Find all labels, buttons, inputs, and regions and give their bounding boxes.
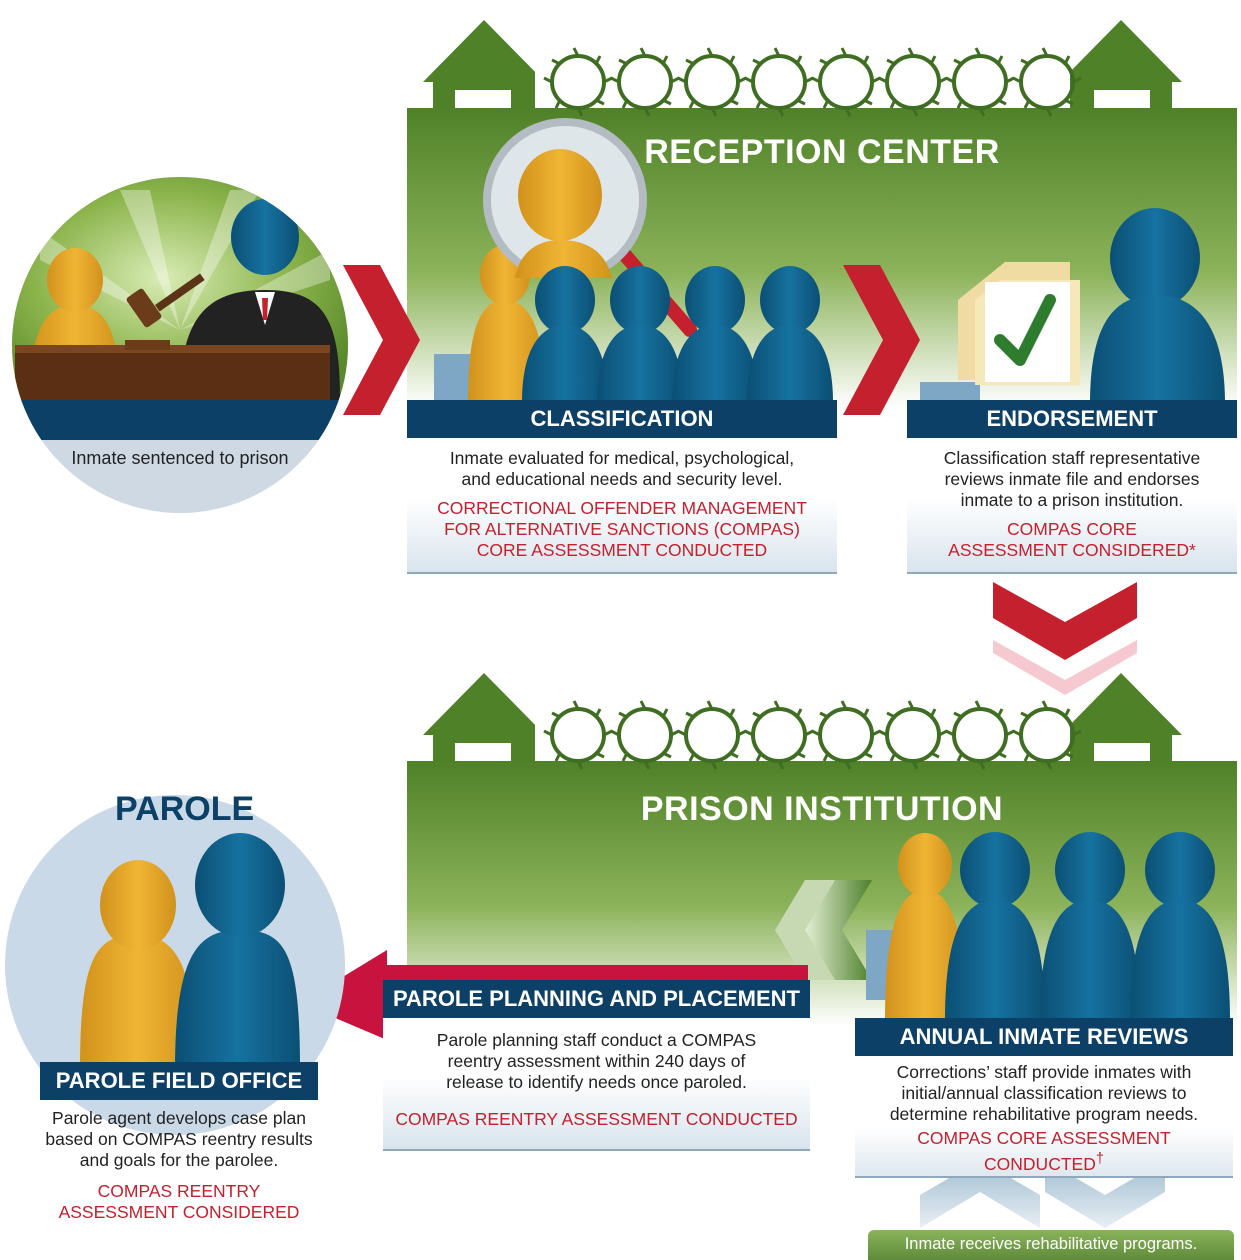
parole-title: PAROLE [115,790,255,828]
endorsement-description-line-3: inmate to a prison institution. [960,490,1184,510]
classification-assessment-line-3: CORE ASSESSMENT CONDUCTED [476,540,768,560]
parole-circle [5,795,345,1135]
arrow-classification-to-endorsement [843,265,920,415]
parole-field-office-header: PAROLE FIELD OFFICE [40,1062,318,1100]
classification-panel: Inmate evaluated for medical, psychologi… [407,438,837,574]
parole-field-office-description-line-1: Parole agent develops case plan [52,1108,306,1128]
annual-reviews-description-line-3: determine rehabilitative program needs. [889,1104,1199,1124]
arrow-court-to-classification [343,265,420,415]
parole-planning-description-line-3: release to identify needs once paroled. [446,1072,747,1092]
endorsement-panel: Classification staff representative revi… [907,438,1237,574]
arrow-endorsement-to-prison [993,582,1137,660]
classification-description-line-1: Inmate evaluated for medical, psychologi… [449,448,795,468]
annual-reviews-description-line-2: initial/annual classification reviews to [901,1083,1187,1103]
endorsement-description-line-1: Classification staff representative [943,448,1201,468]
parole-planning-description-line-2: reentry assessment within 240 days of [447,1051,746,1071]
classification-assessment-line-2: FOR ALTERNATIVE SANCTIONS (COMPAS) [444,519,800,539]
rehabilitative-programs-caption: Inmate receives rehabilitative programs. [868,1230,1234,1260]
parole-planning-panel: Parole planning staff conduct a COMPAS r… [383,1018,810,1151]
parole-planning-assessment: COMPAS REENTRY ASSESSMENT CONDUCTED [395,1109,798,1129]
arrow-down-ghost [993,640,1137,695]
prison-institution-title: PRISON INSTITUTION [640,790,1004,828]
dagger-footnote-mark: † [1095,1151,1104,1167]
parole-planning-header: PAROLE PLANNING AND PLACEMENT [383,980,810,1018]
arrow-planning-to-parole [300,950,808,1040]
courtroom-circle [12,177,348,513]
classification-people-illustration [434,118,833,402]
parole-field-office-description-line-3: and goals for the parolee. [79,1150,279,1170]
endorsement-description-line-2: reviews inmate file and endorses [944,469,1200,489]
annual-review-people-illustration [866,832,1230,1020]
annual-reviews-header: ANNUAL INMATE REVIEWS [855,1018,1233,1056]
classification-assessment-line-1: CORRECTIONAL OFFENDER MANAGEMENT [437,498,807,518]
endorsement-assessment-line-2: ASSESSMENT CONSIDERED* [948,540,1196,560]
court-caption: Inmate sentenced to prison [71,448,289,468]
green-chevron-front [805,880,872,980]
parole-field-office-assessment-line-1: COMPAS REENTRY [97,1181,261,1201]
parole-planning-description-line-1: Parole planning staff conduct a COMPAS [436,1030,757,1050]
endorsement-assessment-line-1: COMPAS CORE [1007,519,1137,539]
parole-field-office-description-line-2: based on COMPAS reentry results [45,1129,313,1149]
endorsement-header: ENDORSEMENT [907,400,1237,438]
arrow-down-programs [1045,1160,1165,1228]
annual-reviews-assessment-line-2: CONDUCTED† [855,1149,1233,1175]
annual-reviews-assessment-line-1: COMPAS CORE ASSESSMENT [917,1128,1171,1148]
annual-reviews-assessment: COMPAS CORE ASSESSMENT CONDUCTED† [855,1128,1233,1178]
endorsement-illustration [920,208,1225,404]
annual-reviews-assessment-text: CONDUCTED [984,1153,1096,1174]
annual-reviews-description-line-1: Corrections’ staff provide inmates with [896,1062,1192,1082]
classification-description-line-2: and educational needs and security level… [461,469,783,489]
classification-header: CLASSIFICATION [407,400,837,438]
parole-field-office-text: Parole agent develops case plan based on… [20,1108,338,1223]
reception-center-title: RECEPTION CENTER [644,133,1000,171]
parole-field-office-assessment-line-2: ASSESSMENT CONSIDERED [58,1202,300,1222]
